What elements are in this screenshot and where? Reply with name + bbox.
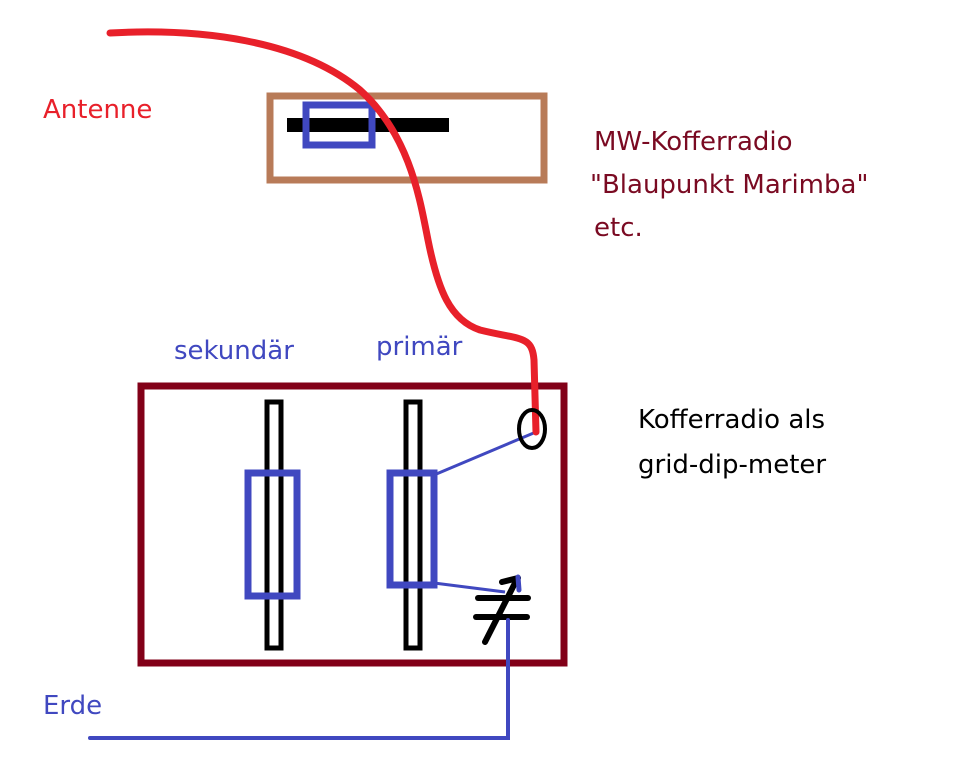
mw-ferrite-rod — [287, 118, 449, 132]
variable-capacitor-icon — [473, 574, 531, 645]
mw-coil — [302, 101, 376, 149]
secondary-label: sekundär — [174, 336, 294, 366]
antenna-wire — [106, 28, 540, 436]
mw-radio-label-line2: "Blaupunkt Marimba" — [590, 170, 869, 200]
primary-label: primär — [376, 332, 463, 362]
mw-radio-label-line1: MW-Kofferradio — [594, 127, 793, 157]
primary-coil — [386, 469, 438, 589]
secondary-ferrite-rod — [264, 399, 284, 651]
gdm-label: Kofferradio als grid-dip-meter — [638, 398, 826, 488]
antenna-label: Antenne — [43, 95, 153, 125]
mw-radio-label: MW-Kofferradio "Blaupunkt Marimba" etc. — [590, 121, 868, 250]
ground-label: Erde — [43, 691, 103, 721]
gdm-label-line1: Kofferradio als — [638, 405, 826, 435]
mw-radio-box — [266, 92, 548, 184]
mw-radio-label-line3: etc. — [594, 213, 643, 243]
antenna-terminal — [517, 408, 547, 450]
primary-ferrite-rod — [403, 399, 423, 651]
secondary-coil — [244, 469, 301, 600]
gdm-label-line2: grid-dip-meter — [638, 450, 827, 480]
gdm-box — [137, 382, 568, 667]
primary-to-capacitor-wire — [433, 581, 506, 594]
ground-wire — [88, 618, 510, 740]
